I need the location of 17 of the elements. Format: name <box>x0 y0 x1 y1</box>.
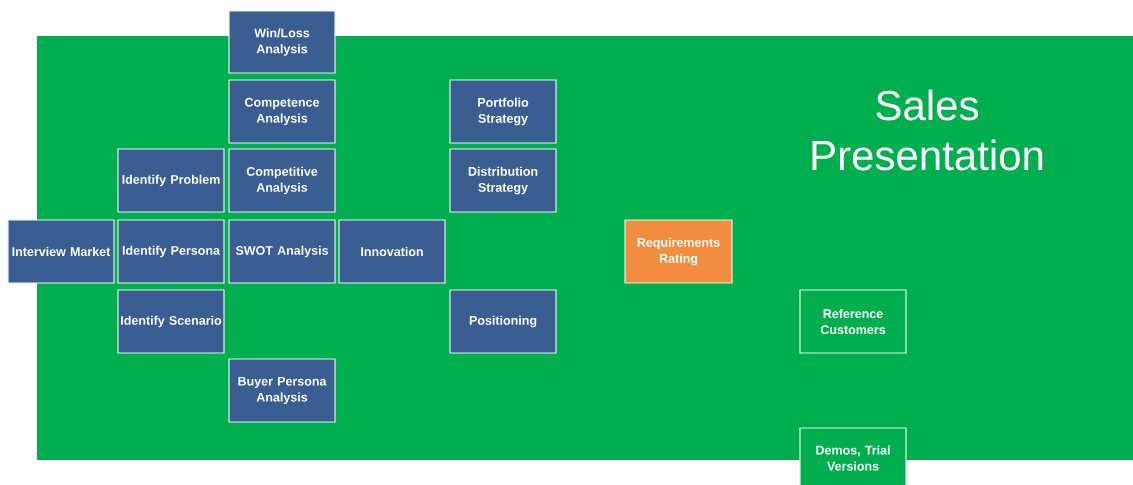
process-box: Positioning <box>449 289 557 354</box>
process-box: Identify Scenario <box>117 289 225 354</box>
outlined-box: Reference Customers <box>799 289 907 354</box>
process-box: Win/Loss Analysis <box>228 10 336 74</box>
process-box: Identify Problem <box>117 148 225 213</box>
process-box: Identify Persona <box>117 219 225 284</box>
process-box: Distribution Strategy <box>449 148 557 213</box>
process-box: Buyer Persona Analysis <box>228 358 336 423</box>
process-box: Innovation <box>338 219 446 284</box>
process-box: Competitive Analysis <box>228 148 336 213</box>
process-box: Competence Analysis <box>228 79 336 144</box>
highlighted-box: Requirements Rating <box>624 219 733 284</box>
outlined-box: Demos, Trial Versions <box>799 427 907 485</box>
process-box: Portfolio Strategy <box>449 79 557 144</box>
title: Sales Presentation <box>812 89 1043 171</box>
process-box: Interview Market <box>7 219 115 284</box>
process-box: SWOT Analysis <box>228 219 336 284</box>
